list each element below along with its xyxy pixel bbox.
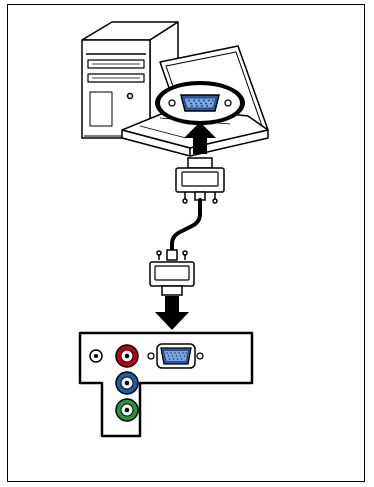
vga-port-icon: [160, 347, 192, 365]
component-jack-green: [115, 398, 139, 422]
desktop-tower-icon: [81, 21, 179, 139]
arrow-up-icon: [184, 122, 216, 154]
audio-jack-icon: [89, 349, 103, 363]
vga-port-icon: [180, 94, 220, 112]
panel-vga-port: [147, 343, 204, 369]
arrow-down-icon: [155, 296, 189, 330]
vga-cable-icon: [170, 198, 202, 252]
component-jack-red: [115, 344, 139, 368]
vga-cable-upper-plug: [175, 157, 225, 204]
computer-vga-port-callout: [155, 81, 245, 125]
component-jack-blue: [115, 371, 139, 395]
vga-cable-lower-plug: [149, 249, 195, 296]
